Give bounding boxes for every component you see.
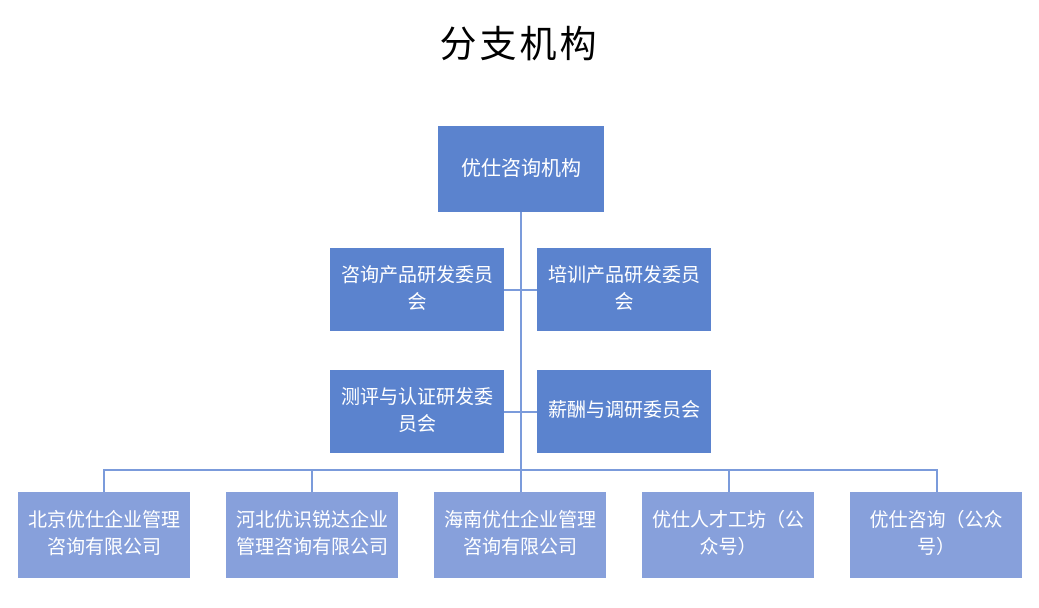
node-branch-hebei[interactable]: 河北优识锐达企业管理咨询有限公司 xyxy=(226,492,398,578)
connector-drop-beijing xyxy=(103,469,105,492)
page-title: 分支机构 xyxy=(439,25,600,66)
node-committee-compensation-label: 薪酬与调研委员会 xyxy=(547,400,700,422)
node-branch-hainan-label: 海南优仕企业管理咨询有限公司 xyxy=(443,510,596,558)
node-committee-compensation[interactable]: 薪酬与调研委员会 xyxy=(537,370,711,453)
node-branch-beijing[interactable]: 北京优仕企业管理咨询有限公司 xyxy=(18,492,190,578)
connector-drop-talent xyxy=(728,469,730,492)
node-branch-beijing-label: 北京优仕企业管理咨询有限公司 xyxy=(27,510,180,558)
node-root-label: 优仕咨询机构 xyxy=(461,157,581,180)
node-committee-training-label: 培训产品研发委员会 xyxy=(547,264,700,313)
node-branch-hainan[interactable]: 海南优仕企业管理咨询有限公司 xyxy=(434,492,606,578)
node-account-talent[interactable]: 优仕人才工坊（公众号） xyxy=(642,492,814,578)
node-committee-assessment[interactable]: 测评与认证研发委员会 xyxy=(330,370,504,453)
node-committee-assessment-label: 测评与认证研发委员会 xyxy=(340,386,493,435)
connector-drop-hebei xyxy=(311,469,313,492)
node-root[interactable]: 优仕咨询机构 xyxy=(438,126,604,212)
node-committee-consulting[interactable]: 咨询产品研发委员会 xyxy=(330,248,504,331)
connector-row3-horizontal xyxy=(504,411,537,413)
connector-row2-horizontal xyxy=(504,289,537,291)
connector-drop-hainan xyxy=(520,469,522,492)
node-branch-hebei-label: 河北优识锐达企业管理咨询有限公司 xyxy=(235,510,388,558)
node-committee-consulting-label: 咨询产品研发委员会 xyxy=(340,264,493,313)
connector-root-trunk xyxy=(520,212,522,470)
node-committee-training[interactable]: 培训产品研发委员会 xyxy=(537,248,711,331)
node-account-talent-label: 优仕人才工坊（公众号） xyxy=(651,510,804,558)
node-account-consulting-label: 优仕咨询（公众号） xyxy=(869,510,1003,558)
connector-drop-consulting xyxy=(936,469,938,492)
node-account-consulting[interactable]: 优仕咨询（公众号） xyxy=(850,492,1022,578)
